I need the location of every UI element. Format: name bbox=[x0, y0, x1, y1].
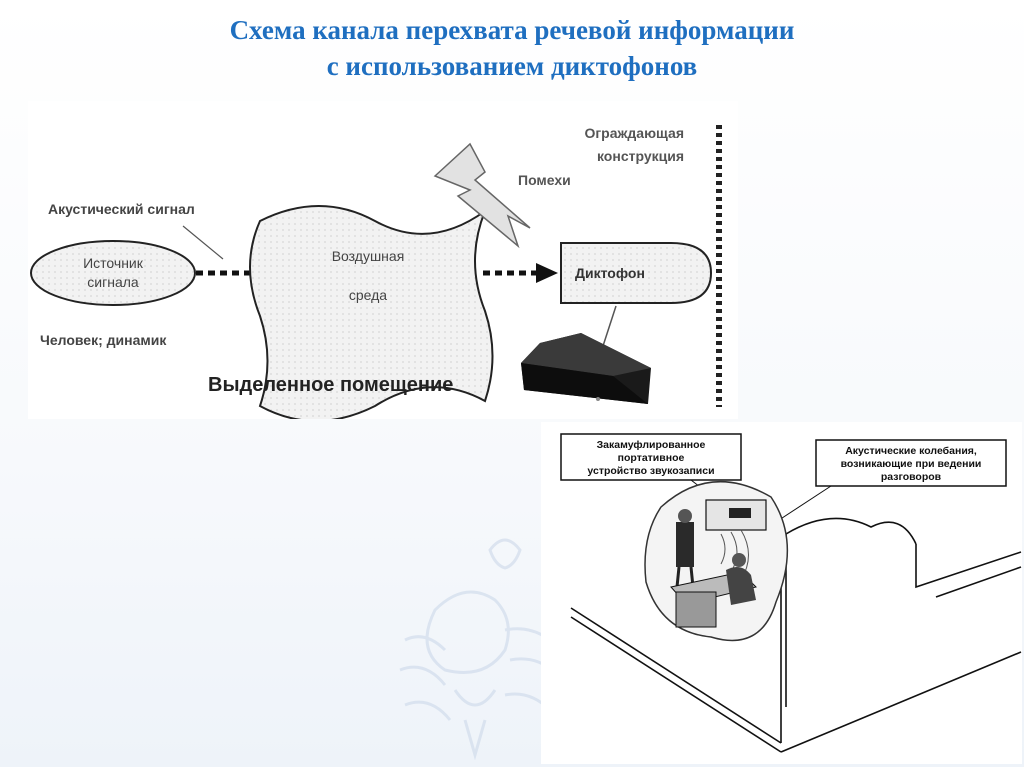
room-illustration: Закамуфлированное портативное устройство… bbox=[541, 422, 1022, 764]
device-callout-box bbox=[560, 433, 742, 481]
signal-arrowhead bbox=[536, 263, 558, 283]
eagle-emblem-watermark bbox=[399, 538, 555, 760]
lightning-icon bbox=[433, 142, 531, 249]
recorder-label: Диктофон bbox=[575, 265, 645, 281]
acoustic-signal-label: Акустический сигнал bbox=[48, 201, 195, 217]
device-callout-line-2: портативное bbox=[618, 452, 685, 464]
air-medium-shape bbox=[249, 205, 494, 422]
vibration-callout-leader bbox=[775, 485, 832, 523]
vibration-callout-line-2: возникающие при ведении bbox=[841, 458, 982, 470]
vibration-callout-box bbox=[815, 439, 1007, 487]
source-label-2: сигнала bbox=[87, 274, 139, 290]
office-scene bbox=[644, 480, 789, 642]
barrier-label-2: конструкция bbox=[597, 148, 684, 164]
title-line-2: с использованием диктофонов bbox=[326, 51, 698, 81]
recorder-shape bbox=[560, 242, 713, 304]
slide-title: Схема канала перехвата речевой информаци… bbox=[0, 12, 1024, 84]
device-callout-line-1: Закамуфлированное bbox=[597, 439, 706, 451]
human-label: Человек; динамик bbox=[40, 332, 167, 348]
air-label-1: Воздушная bbox=[332, 248, 405, 264]
title-line-1: Схема канала перехвата речевой информаци… bbox=[229, 15, 795, 45]
barrier-label-1: Ограждающая bbox=[584, 125, 684, 141]
room-label: Выделенное помещение bbox=[208, 374, 453, 396]
vibration-callout-line-1: Акустические колебания, bbox=[845, 445, 977, 457]
device-callout-line-3: устройство звукозаписи bbox=[587, 465, 714, 477]
channel-diagram: Источник сигнала Акустический сигнал Воз… bbox=[28, 101, 738, 422]
source-label-1: Источник bbox=[83, 255, 144, 271]
air-label-2: среда bbox=[349, 287, 387, 303]
noise-label: Помехи bbox=[518, 172, 571, 188]
vibration-callout-line-3: разговоров bbox=[881, 471, 942, 483]
acoustic-signal-leader bbox=[182, 225, 224, 260]
signal-source-shape bbox=[30, 240, 196, 306]
dictaphone-device-icon bbox=[521, 305, 651, 404]
room-walls-drawing bbox=[570, 517, 1022, 753]
